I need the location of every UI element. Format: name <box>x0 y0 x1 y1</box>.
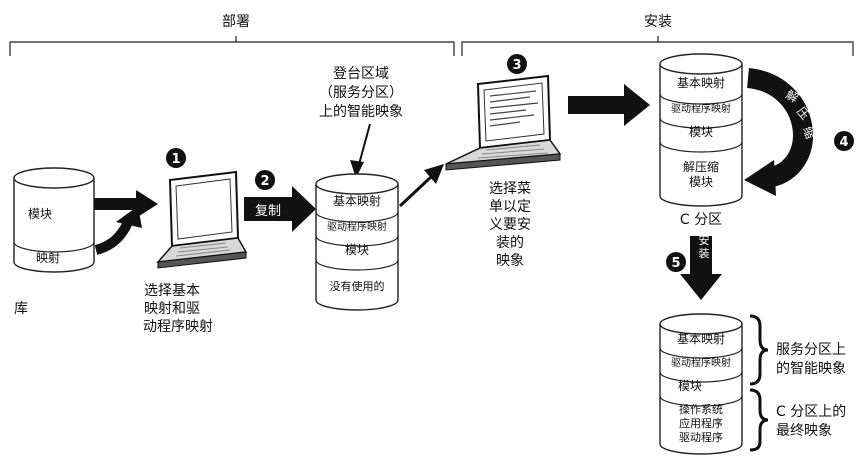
menu-text-line-5: 映象 <box>496 253 524 269</box>
select-text-line-2: 映射和驱 <box>144 301 200 317</box>
step-3-badge: 3 <box>507 54 527 74</box>
svg-text:2: 2 <box>260 174 269 189</box>
step-4-badge: 4 <box>834 131 854 151</box>
staging-segment-driver: 驱动程序映射 <box>327 220 387 233</box>
c-segment-modules: 模块 <box>689 125 713 139</box>
install-arrow <box>680 236 722 300</box>
c-partition-brace <box>749 388 769 452</box>
install-phase-label: 安装 <box>644 14 672 30</box>
library-disk <box>13 167 95 273</box>
step-5-badge: 5 <box>666 252 686 272</box>
service-brace-line-1: 服务分区上 <box>776 342 846 358</box>
final-segment-apps: 应用程序 <box>679 416 723 430</box>
staging-segment-modules: 模块 <box>345 243 369 257</box>
menu-text-line-3: 义要安 <box>489 217 531 233</box>
menu-text-line-4: 装的 <box>496 235 524 251</box>
select-text-line-3: 动程序映射 <box>143 319 213 335</box>
c-partition-label: C 分区 <box>680 212 722 228</box>
svg-text:1: 1 <box>171 152 180 167</box>
library-to-laptop-arrows <box>94 190 158 255</box>
unzip-label-char-3: 缩 <box>800 124 818 140</box>
staging-segment-base: 基本映射 <box>333 193 381 208</box>
c-segment-driver: 驱动程序映射 <box>671 102 731 115</box>
c-segment-base: 基本映射 <box>677 75 725 90</box>
copy-label: 复制 <box>255 204 281 219</box>
service-partition-brace <box>749 314 769 386</box>
library-segment-images: 映射 <box>36 250 60 265</box>
install-label-char-2: 装 <box>699 247 710 260</box>
menu-laptop-icon <box>445 74 562 171</box>
svg-text:5: 5 <box>671 256 680 271</box>
c-segment-unzip: 解压缩 <box>683 159 719 174</box>
final-segment-drivers: 驱动程序 <box>679 430 723 444</box>
step-2-badge: 2 <box>255 170 275 190</box>
unzip-arrow <box>744 68 813 196</box>
staging-disk <box>315 173 399 311</box>
final-segment-driver: 驱动程序映射 <box>671 356 731 369</box>
install-bracket <box>461 36 854 56</box>
staging-caption-line-2: （服务分区） <box>319 85 403 101</box>
step-1-badge: 1 <box>166 148 186 168</box>
staging-caption-line-3: 上的智能映象 <box>319 104 403 120</box>
svg-text:4: 4 <box>839 135 848 150</box>
laptop-icon <box>156 170 248 269</box>
c-segment-unzip-modules: 模块 <box>689 175 713 189</box>
laptop-to-c-arrow <box>568 84 650 126</box>
select-text-line-1: 选择基本 <box>144 282 200 299</box>
library-label: 库 <box>14 301 28 317</box>
c-partition-disk <box>659 53 743 207</box>
staging-caption-line-1: 登台区域 <box>333 66 389 82</box>
deploy-bracket <box>9 36 455 56</box>
c-brace-line-1: C 分区上的 <box>776 404 846 420</box>
menu-text-line-1: 选择菜 <box>489 181 531 197</box>
menu-text-line-2: 单以定 <box>489 199 531 215</box>
svg-text:3: 3 <box>512 58 521 73</box>
staging-to-laptop-arrow <box>398 164 444 208</box>
final-segment-base: 基本映射 <box>677 331 725 346</box>
final-segment-os: 操作系统 <box>679 402 723 416</box>
deploy-phase-label: 部署 <box>222 14 250 30</box>
caption-pointer-arrow <box>350 123 371 178</box>
final-segment-modules: 模块 <box>678 379 702 393</box>
final-disk <box>659 313 743 455</box>
c-brace-line-2: 最终映象 <box>776 423 832 439</box>
copy-arrow <box>244 186 316 232</box>
library-segment-modules: 模块 <box>28 207 52 221</box>
install-label-char-1: 安 <box>699 233 710 247</box>
staging-segment-unused: 没有使用的 <box>330 279 385 293</box>
service-brace-line-2: 的智能映象 <box>776 361 846 377</box>
